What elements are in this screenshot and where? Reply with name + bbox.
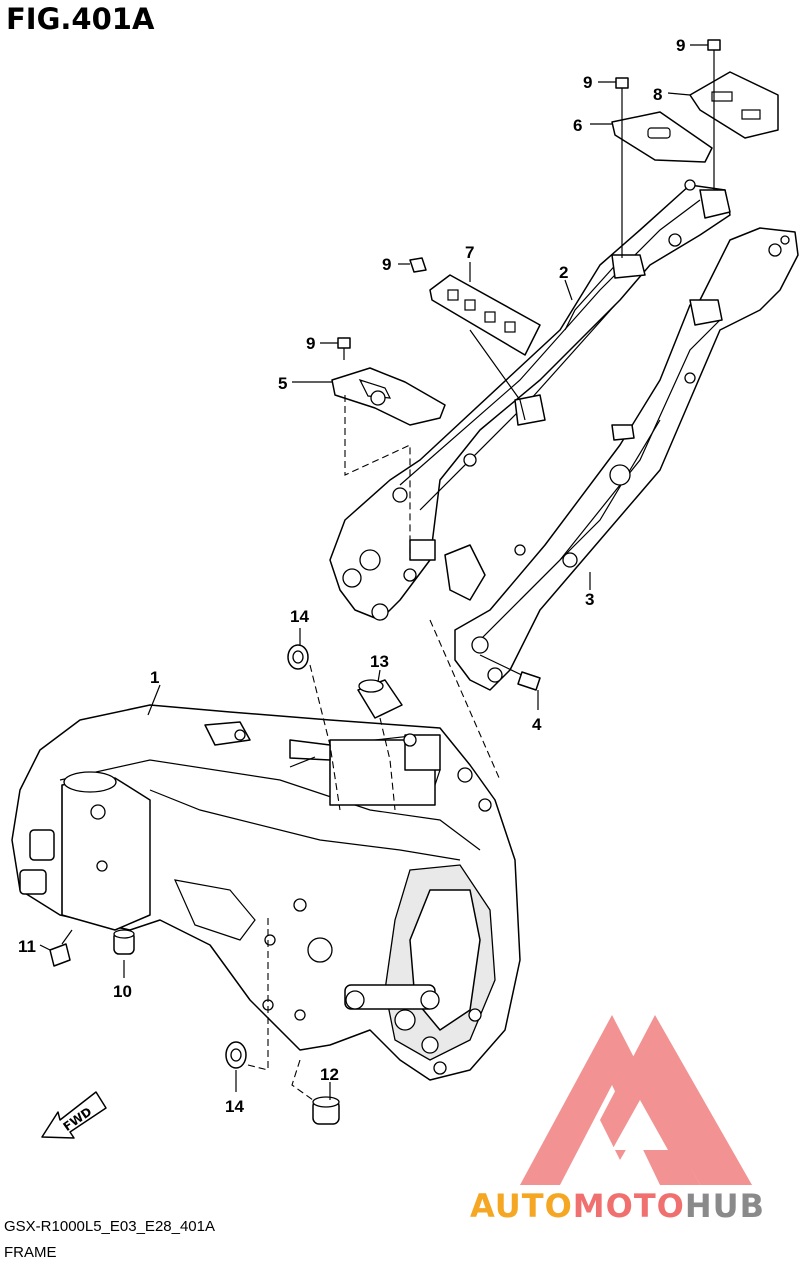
callout-14-upper: 14 bbox=[290, 607, 309, 626]
collar-13 bbox=[357, 679, 403, 719]
callout-4: 4 bbox=[532, 715, 542, 734]
bushing-14-lower bbox=[225, 1041, 247, 1069]
callout-1: 1 bbox=[150, 668, 159, 687]
callout-10: 10 bbox=[113, 982, 132, 1001]
seat-rail-left bbox=[329, 179, 731, 621]
callout-12: 12 bbox=[320, 1065, 339, 1084]
bracket-plate-5 bbox=[331, 367, 446, 426]
callout-9-middle: 9 bbox=[382, 255, 391, 274]
watermark-text: AUTOMOTOHUB bbox=[470, 1187, 765, 1225]
callout-13: 13 bbox=[370, 652, 389, 671]
bolt-11 bbox=[49, 929, 73, 967]
callout-8: 8 bbox=[653, 85, 662, 104]
bushing-14-upper bbox=[287, 644, 309, 670]
callout-labels: 1 2 3 4 5 6 7 8 9 9 9 9 10 11 12 13 14 1… bbox=[18, 36, 685, 1116]
callout-5: 5 bbox=[278, 374, 287, 393]
callout-3: 3 bbox=[585, 590, 594, 609]
callout-2: 2 bbox=[559, 263, 568, 282]
bolt-4 bbox=[479, 654, 541, 691]
watermark-text-hub: HUB bbox=[685, 1187, 765, 1225]
callout-7: 7 bbox=[465, 243, 474, 262]
callout-6: 6 bbox=[573, 116, 582, 135]
main-frame bbox=[11, 704, 521, 1081]
watermark-text-auto: AUTO bbox=[470, 1187, 573, 1225]
callout-11: 11 bbox=[18, 937, 36, 956]
collar-12 bbox=[312, 1096, 340, 1125]
watermark-text-moto: MOTO bbox=[573, 1187, 685, 1225]
fwd-arrow: FWD bbox=[41, 1091, 107, 1139]
callout-14-lower: 14 bbox=[225, 1097, 244, 1116]
watermark-logo bbox=[520, 1015, 752, 1185]
figure-name: FRAME bbox=[4, 1244, 57, 1261]
collar-10 bbox=[113, 929, 135, 955]
figure-code: GSX-R1000L5_E03_E28_401A bbox=[4, 1218, 215, 1235]
callout-9-lower: 9 bbox=[306, 334, 315, 353]
bracket-plate-7 bbox=[429, 274, 541, 356]
callout-9-top: 9 bbox=[676, 36, 685, 55]
bracket-plate-8 bbox=[689, 71, 779, 139]
bolt-9-set bbox=[337, 39, 721, 360]
bracket-plate-6 bbox=[611, 111, 713, 163]
seat-rail-right bbox=[444, 227, 799, 691]
callout-9-upper: 9 bbox=[583, 73, 592, 92]
leader-lines bbox=[39, 44, 715, 1101]
figure-title: FIG.401A bbox=[6, 2, 155, 36]
